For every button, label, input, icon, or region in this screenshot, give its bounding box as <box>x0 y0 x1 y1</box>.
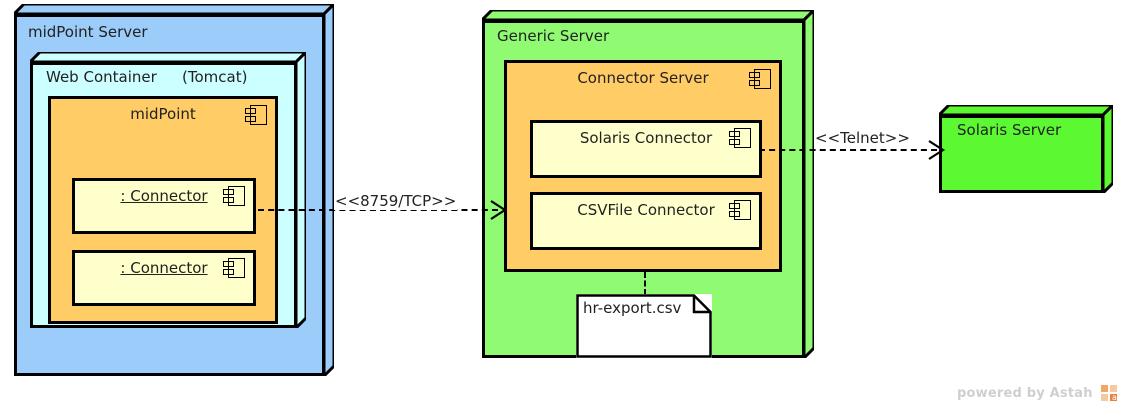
component-connector-server-label: Connector Server <box>577 69 709 87</box>
connection-telnet-label: <<Telnet>> <box>815 129 910 147</box>
component-connector-server[interactable]: Connector Server Solaris Connector CSVFi… <box>504 60 782 272</box>
astah-logo-icon: a <box>1101 385 1117 401</box>
connection-tcp-line <box>258 209 498 211</box>
component-connector-server-title-row: Connector Server <box>507 70 779 87</box>
component-midpoint[interactable]: midPoint : Connector : Connector <box>48 96 278 324</box>
component-icon-body <box>250 105 267 125</box>
node-solaris-server-front-face <box>939 115 1104 193</box>
component-icon-body <box>734 128 751 148</box>
artifact-hr-export-label: hr-export.csv <box>583 299 682 317</box>
component-icon-body <box>754 69 771 89</box>
component-icon-tab-bottom <box>749 80 760 86</box>
connection-tcp-label: <<8759/TCP>> <box>334 192 458 210</box>
component-icon <box>729 128 751 148</box>
component-icon-tab-top <box>729 131 740 137</box>
component-icon-tab-top <box>223 189 234 195</box>
component-icon-tab-top <box>729 203 740 209</box>
component-midpoint-label: midPoint <box>130 105 196 123</box>
component-icon-body <box>228 258 245 278</box>
component-icon-tab-bottom <box>729 139 740 145</box>
component-icon-body <box>228 186 245 206</box>
component-icon <box>749 69 771 89</box>
component-icon-tab-top <box>223 261 234 267</box>
node-midpoint-server-label: midPoint Server <box>28 23 148 41</box>
component-connector-2-label: : Connector <box>120 259 208 277</box>
node-web-container-label-secondary: (Tomcat) <box>182 68 248 86</box>
component-connector-2-title-row: : Connector <box>75 260 253 277</box>
connection-telnet-line <box>759 149 937 151</box>
watermark-label: powered by Astah <box>957 386 1093 401</box>
component-solaris-connector-title-row: Solaris Connector <box>533 130 759 147</box>
component-icon-tab-top <box>749 72 760 78</box>
component-icon <box>729 200 751 220</box>
component-solaris-connector-label: Solaris Connector <box>579 129 713 147</box>
component-connector-1-label: : Connector <box>120 187 208 205</box>
component-icon-body <box>734 200 751 220</box>
connection-csv-link <box>644 272 646 295</box>
component-solaris-connector[interactable]: Solaris Connector <box>530 120 762 178</box>
component-icon-tab-bottom <box>223 269 234 275</box>
component-icon-tab-bottom <box>223 197 234 203</box>
component-csvfile-connector-label: CSVFile Connector <box>577 201 715 219</box>
node-web-container-label: Web Container <box>46 68 157 86</box>
node-solaris-server-label: Solaris Server <box>957 121 1062 139</box>
component-connector-1-title-row: : Connector <box>75 188 253 205</box>
artifact-hr-export-shape <box>576 294 712 358</box>
node-solaris-server[interactable]: Solaris Server <box>939 105 1113 193</box>
component-csvfile-connector-title-row: CSVFile Connector <box>533 202 759 219</box>
component-midpoint-title-row: midPoint <box>51 106 275 123</box>
component-connector-1[interactable]: : Connector <box>72 178 256 234</box>
component-connector-2[interactable]: : Connector <box>72 250 256 306</box>
component-icon-tab-bottom <box>245 116 256 122</box>
connection-tcp-arrowhead <box>490 200 508 220</box>
artifact-hr-export[interactable]: hr-export.csv <box>576 294 712 358</box>
component-icon-tab-bottom <box>729 211 740 217</box>
svg-text:a: a <box>1112 393 1117 401</box>
node-generic-server-label: Generic Server <box>497 27 610 45</box>
connection-telnet-arrowhead <box>928 140 946 160</box>
component-icon-tab-top <box>245 108 256 114</box>
component-csvfile-connector[interactable]: CSVFile Connector <box>530 192 762 250</box>
component-icon <box>245 105 267 125</box>
component-icon <box>223 186 245 206</box>
component-icon <box>223 258 245 278</box>
